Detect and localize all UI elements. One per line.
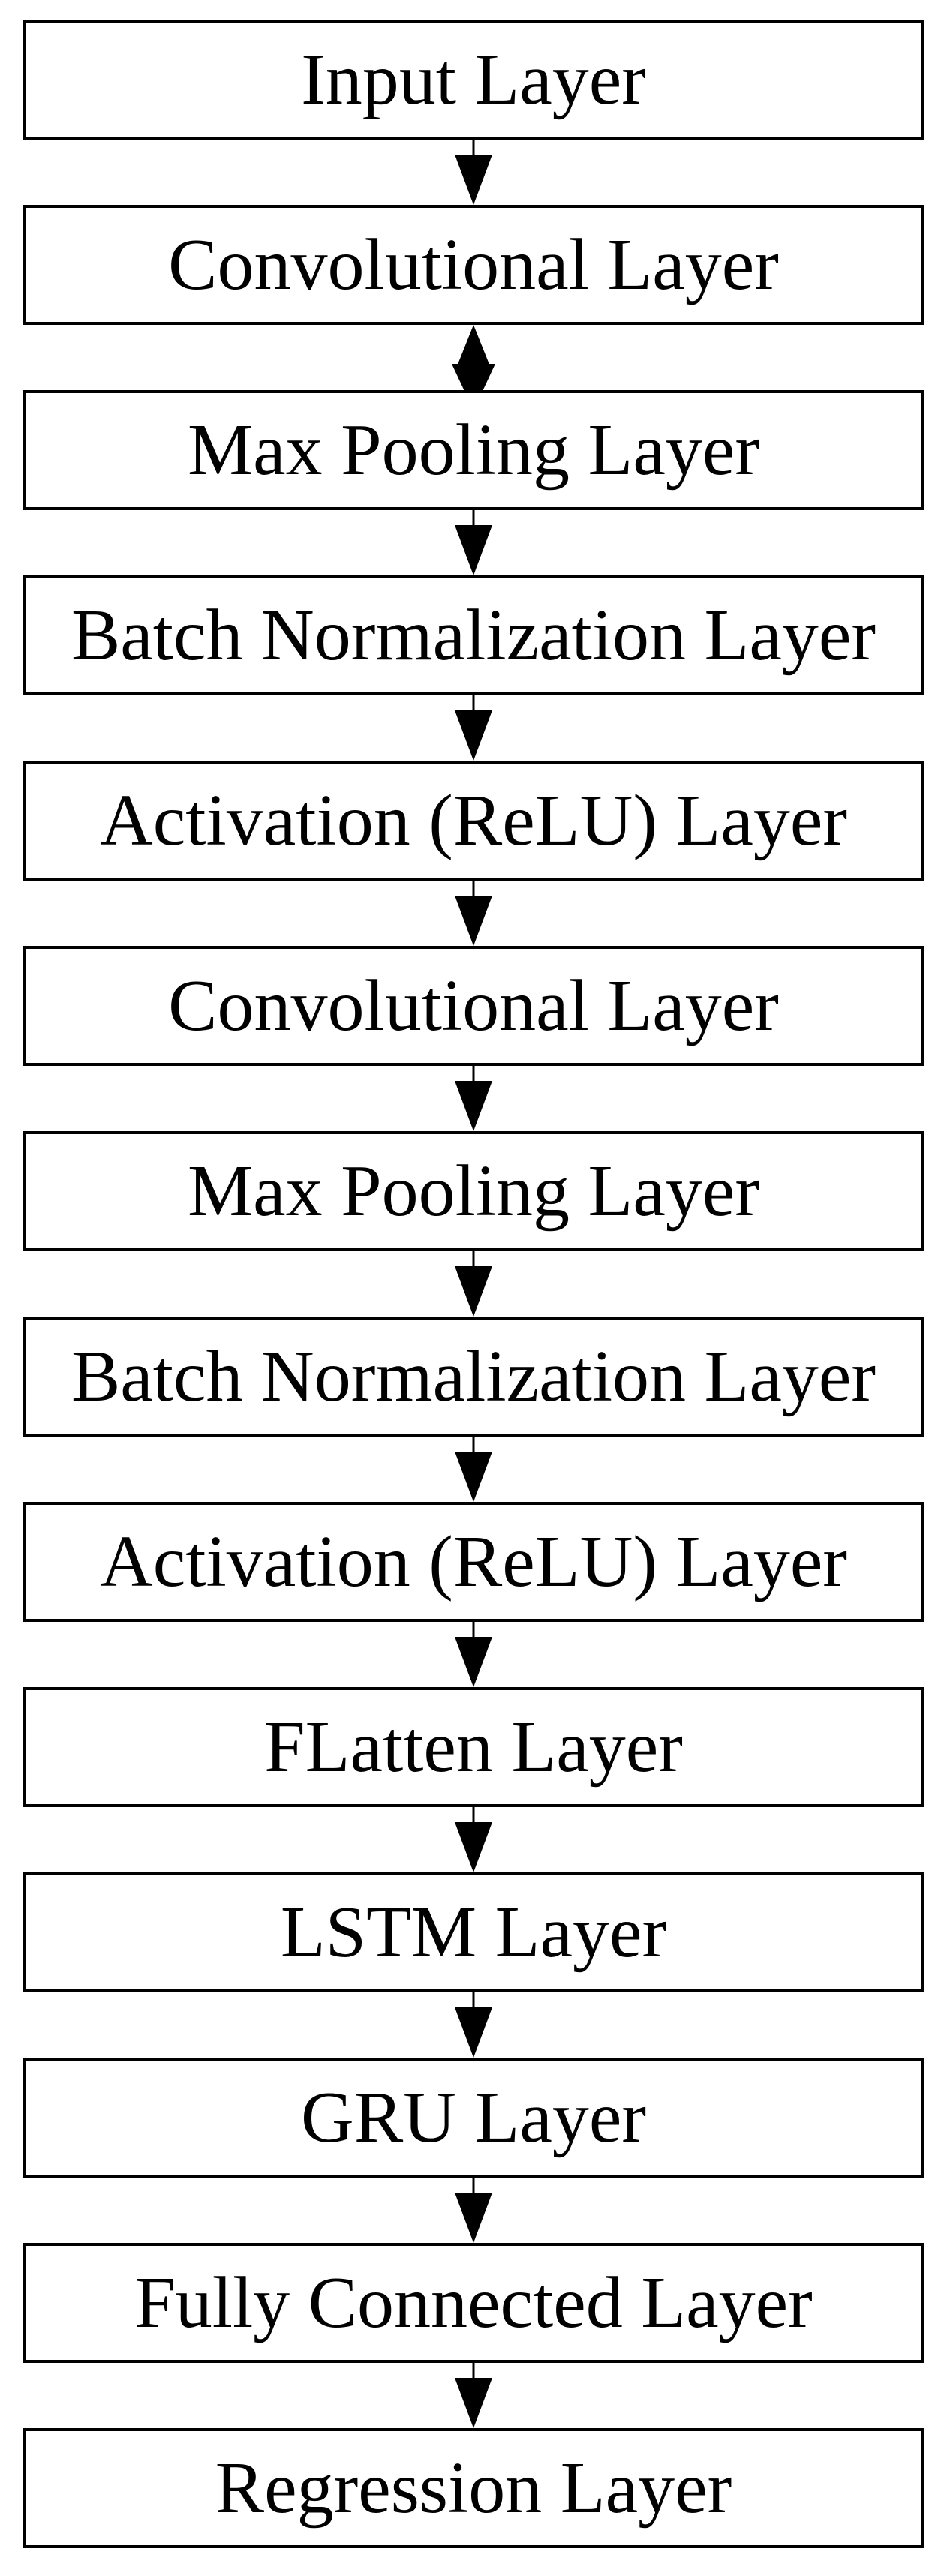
down-arrow-icon — [455, 140, 492, 205]
layer-box-input-layer-0: Input Layer — [23, 20, 924, 140]
connector-10-to-11 — [23, 1992, 924, 2058]
layer-box-max-pooling-layer-6: Max Pooling Layer — [23, 1131, 924, 1251]
layer-box-activation-relu-layer-4: Activation (ReLU) Layer — [23, 761, 924, 881]
layer-box-batch-normalization-layer-3: Batch Normalization Layer — [23, 575, 924, 695]
connector-7-to-8 — [23, 1437, 924, 1502]
layer-label: LSTM Layer — [280, 1892, 667, 1973]
layer-label: Convolutional Layer — [168, 965, 779, 1046]
down-arrow-icon — [455, 695, 492, 761]
layer-box-convolutional-layer-1: Convolutional Layer — [23, 205, 924, 325]
layer-label: Input Layer — [301, 39, 646, 120]
layer-box-flatten-layer-9: FLatten Layer — [23, 1687, 924, 1807]
connector-1-to-2 — [23, 325, 924, 390]
double-arrow-icon — [452, 325, 495, 390]
layer-label: Regression Layer — [215, 2448, 732, 2529]
connector-8-to-9 — [23, 1622, 924, 1687]
layer-label: Convolutional Layer — [168, 224, 779, 305]
down-arrow-icon — [455, 1066, 492, 1131]
down-arrow-icon — [455, 1807, 492, 1872]
down-arrow-icon — [455, 1437, 492, 1502]
down-arrow-icon — [455, 1992, 492, 2058]
layer-label: Activation (ReLU) Layer — [100, 1521, 847, 1602]
down-arrow-icon — [455, 2363, 492, 2428]
connector-3-to-4 — [23, 695, 924, 761]
layer-box-lstm-layer-10: LSTM Layer — [23, 1872, 924, 1992]
down-arrow-icon — [455, 510, 492, 575]
down-arrow-icon — [455, 881, 492, 946]
layer-box-batch-normalization-layer-7: Batch Normalization Layer — [23, 1317, 924, 1437]
layer-label: Max Pooling Layer — [187, 1151, 760, 1232]
connector-0-to-1 — [23, 140, 924, 205]
connector-5-to-6 — [23, 1066, 924, 1131]
layer-label: GRU Layer — [301, 2077, 646, 2158]
layer-box-convolutional-layer-5: Convolutional Layer — [23, 946, 924, 1066]
down-arrow-icon — [455, 2178, 492, 2243]
layer-label: Activation (ReLU) Layer — [100, 780, 847, 861]
connector-6-to-7 — [23, 1251, 924, 1317]
connector-12-to-13 — [23, 2363, 924, 2428]
layer-label: Batch Normalization Layer — [71, 595, 876, 676]
connector-9-to-10 — [23, 1807, 924, 1872]
layer-box-gru-layer-11: GRU Layer — [23, 2058, 924, 2178]
connector-2-to-3 — [23, 510, 924, 575]
connector-4-to-5 — [23, 881, 924, 946]
connector-11-to-12 — [23, 2178, 924, 2243]
layer-box-fully-connected-layer-12: Fully Connected Layer — [23, 2243, 924, 2363]
layer-label: Batch Normalization Layer — [71, 1336, 876, 1417]
layer-label: Fully Connected Layer — [134, 2262, 813, 2343]
layer-label: Max Pooling Layer — [187, 410, 760, 491]
layer-box-regression-layer-13: Regression Layer — [23, 2428, 924, 2548]
layer-box-max-pooling-layer-2: Max Pooling Layer — [23, 390, 924, 510]
down-arrow-icon — [455, 1622, 492, 1687]
down-arrow-icon — [455, 1251, 492, 1317]
layer-label: FLatten Layer — [264, 1707, 683, 1788]
layer-box-activation-relu-layer-8: Activation (ReLU) Layer — [23, 1502, 924, 1622]
